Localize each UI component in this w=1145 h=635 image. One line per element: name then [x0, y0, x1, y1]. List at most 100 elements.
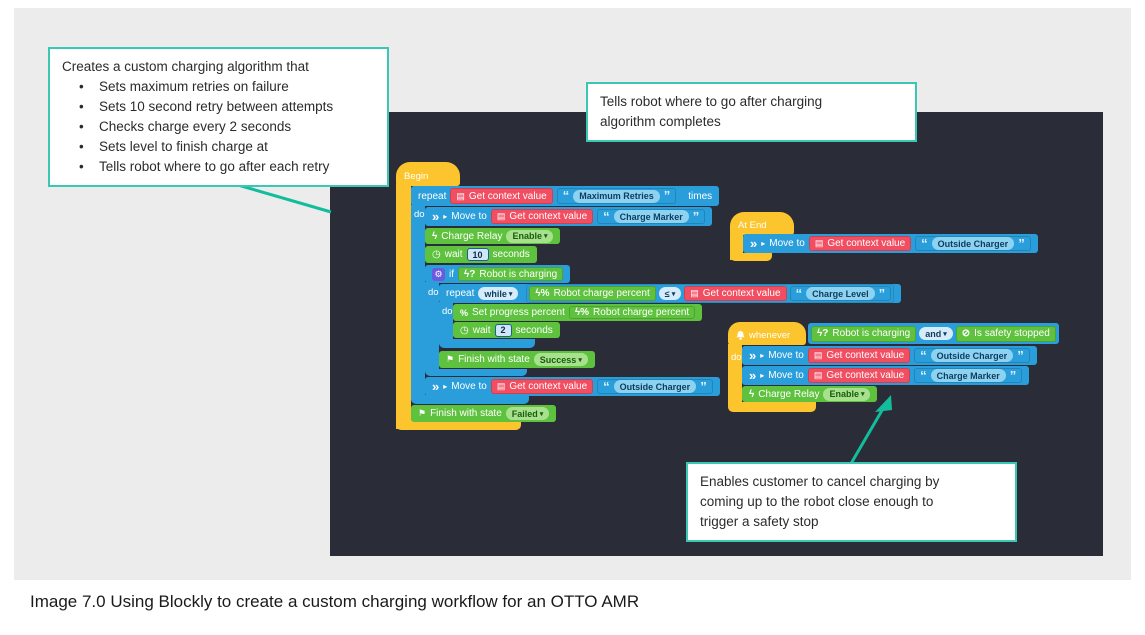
at-end-label: At End [738, 220, 767, 231]
repeat-block-bottom[interactable] [411, 395, 529, 404]
value-block-get-context[interactable]: ▤ Get context value [490, 209, 594, 224]
block-wait-10[interactable]: ◷ wait 10 seconds [425, 246, 537, 263]
move-to-label: Move to [451, 381, 487, 392]
gear-icon[interactable]: ⚙ [432, 267, 445, 281]
value-block-get-context[interactable]: ▤ Get context value [490, 379, 594, 394]
string-block[interactable]: “ Charge Marker ” [914, 368, 1023, 383]
dropdown-while[interactable]: while ▾ [478, 287, 519, 300]
get-context-label: Get context value [826, 370, 905, 381]
at-end-block-bottom[interactable] [730, 253, 772, 261]
block-if[interactable]: ⚙ if ϟ? Robot is charging [425, 265, 571, 283]
value-block-get-context[interactable]: ▤ Get context value [807, 368, 911, 383]
dropdown-and[interactable]: and ▾ [919, 327, 953, 340]
dropdown-failed[interactable]: Failed ▾ [505, 407, 550, 420]
repeat-while-bottom[interactable] [439, 339, 535, 348]
value-block-get-context[interactable]: ▤ Get context value [807, 348, 911, 363]
number-field-10[interactable]: 10 [466, 248, 489, 261]
quote-open-icon: “ [795, 285, 803, 301]
string-block[interactable]: “ Outside Charger ” [914, 348, 1030, 363]
condition-robot-is-charging[interactable]: ϟ? Robot is charging [458, 267, 564, 281]
value-block-get-context[interactable]: ▤ Get context value [450, 188, 553, 204]
document-icon: ▤ [814, 238, 824, 248]
block-set-progress-percent[interactable]: % Set progress percent ϟ% Robot charge p… [453, 304, 703, 321]
string-block[interactable]: “ Maximum Retries ” [556, 188, 677, 204]
lightning-percent-icon: ϟ% [574, 307, 590, 318]
dropdown-enable[interactable]: Enable ▾ [823, 387, 871, 401]
if-label: if [449, 268, 454, 280]
document-icon: ▤ [456, 190, 465, 201]
string-field-outside-charger[interactable]: Outside Charger [930, 349, 1014, 362]
fast-forward-icon: » [432, 378, 440, 394]
play-icon: ▸ [761, 239, 766, 248]
callout-algorithm-bullets: Sets maximum retries on failure Sets 10 … [62, 77, 375, 177]
if-block-body[interactable] [425, 282, 439, 370]
whenever-block-body[interactable] [728, 344, 742, 403]
repeat-while-body[interactable] [439, 302, 453, 340]
string-field-outside-charger[interactable]: Outside Charger [931, 237, 1015, 250]
if-block-bottom[interactable] [425, 369, 527, 376]
finish-with-state-label: Finish with state [458, 354, 530, 365]
charge-relay-label: Charge Relay [441, 230, 503, 242]
repeat-block-body[interactable] [411, 205, 425, 396]
block-wait-2[interactable]: ◷ wait 2 seconds [453, 322, 560, 338]
whenever-hat-block[interactable]: whenever [728, 322, 806, 345]
block-charge-relay[interactable]: ϟ Charge Relay Enable ▾ [425, 228, 561, 244]
block-repeat-while[interactable]: repeat while ▾ ϟ% Robot charge percent ≤… [439, 284, 902, 303]
value-block-get-context[interactable]: ▤ Get context value [684, 286, 787, 301]
quote-open-icon: “ [921, 235, 928, 251]
string-field-charge-marker[interactable]: Charge Marker [613, 210, 689, 223]
block-finish-failed[interactable]: ⚑ Finish with state Failed ▾ [411, 405, 557, 422]
bell-icon [736, 331, 745, 341]
dropdown-success[interactable]: Success ▾ [533, 353, 588, 366]
value-block-get-context[interactable]: ▤ Get context value [808, 236, 912, 251]
string-field-charge-marker[interactable]: Charge Marker [930, 369, 1006, 382]
document-icon: ▤ [496, 211, 506, 221]
begin-hat-block[interactable]: Begin [396, 162, 460, 186]
number-field-2[interactable]: 2 [494, 323, 512, 337]
blockly-workspace[interactable]: Begin repeat ▤ Get context value “ Maxim… [330, 112, 1103, 556]
seconds-label: seconds [515, 324, 553, 336]
string-field-maximum-retries[interactable]: Maximum Retries [573, 189, 660, 203]
at-end-hat-block[interactable]: At End [730, 212, 794, 235]
block-move-to-outside-charger[interactable]: » ▸ Move to ▤ Get context value “ Outsid… [743, 234, 1038, 253]
string-block[interactable]: “ Charge Level ” [789, 285, 892, 301]
block-move-to-outside-charger[interactable]: » ▸ Move to ▤ Get context value “ Outsid… [425, 377, 720, 396]
begin-block-bottom[interactable] [396, 420, 521, 430]
condition-robot-is-charging[interactable]: ϟ? Robot is charging [811, 325, 917, 342]
dropdown-lte[interactable]: ≤ ▾ [658, 287, 682, 300]
whenever-block-bottom[interactable] [728, 402, 816, 412]
block-move-to-outside-charger[interactable]: » ▸ Move to ▤ Get context value “ Outsid… [742, 346, 1037, 365]
block-move-to-charge-marker[interactable]: » ▸ Move to ▤ Get context value “ Charge… [425, 207, 713, 226]
block-charge-relay[interactable]: ϟ Charge Relay Enable ▾ [742, 386, 878, 402]
times-label: times [688, 190, 713, 202]
quote-close-icon: ” [1017, 347, 1024, 363]
block-move-to-charge-marker[interactable]: » ▸ Move to ▤ Get context value “ Charge… [742, 366, 1030, 385]
no-entry-icon: ⊘ [961, 328, 971, 339]
lightning-icon: ϟ [432, 230, 438, 242]
get-context-label: Get context value [826, 350, 905, 361]
bullet-item: Sets level to finish charge at [79, 137, 375, 157]
string-block[interactable]: “ Outside Charger ” [597, 379, 713, 394]
string-field-outside-charger[interactable]: Outside Charger [613, 380, 697, 393]
chevron-down-icon: ▾ [860, 391, 865, 398]
fast-forward-icon: » [750, 235, 758, 251]
callout-after-charging: Tells robot where to go after charging a… [586, 82, 917, 142]
block-repeat-times[interactable]: repeat ▤ Get context value “ Maximum Ret… [411, 186, 720, 206]
string-block[interactable]: “ Charge Marker ” [597, 209, 706, 224]
dropdown-enable[interactable]: Enable ▾ [506, 229, 554, 243]
do-label: do [442, 306, 453, 317]
quote-open-icon: “ [603, 378, 610, 394]
string-field-charge-level[interactable]: Charge Level [806, 287, 875, 300]
condition-and-block[interactable]: ϟ? Robot is charging and ▾ ⊘ Is safety s… [808, 323, 1059, 344]
reporter-robot-charge-percent[interactable]: ϟ% Robot charge percent [529, 286, 656, 301]
comparison-block[interactable]: ϟ% Robot charge percent ≤ ▾ ▤ Get contex… [526, 284, 895, 303]
condition-is-safety-stopped[interactable]: ⊘ Is safety stopped [955, 325, 1056, 342]
chevron-down-icon: ▾ [578, 356, 582, 364]
begin-block-body[interactable] [396, 184, 411, 429]
whenever-label: whenever [749, 330, 791, 341]
string-block[interactable]: “ Outside Charger ” [915, 236, 1031, 251]
play-icon: ▸ [443, 212, 448, 221]
reporter-robot-charge-percent[interactable]: ϟ% Robot charge percent [568, 306, 696, 319]
fast-forward-icon: » [749, 347, 757, 363]
block-finish-success[interactable]: ⚑ Finish with state Success ▾ [439, 351, 595, 368]
